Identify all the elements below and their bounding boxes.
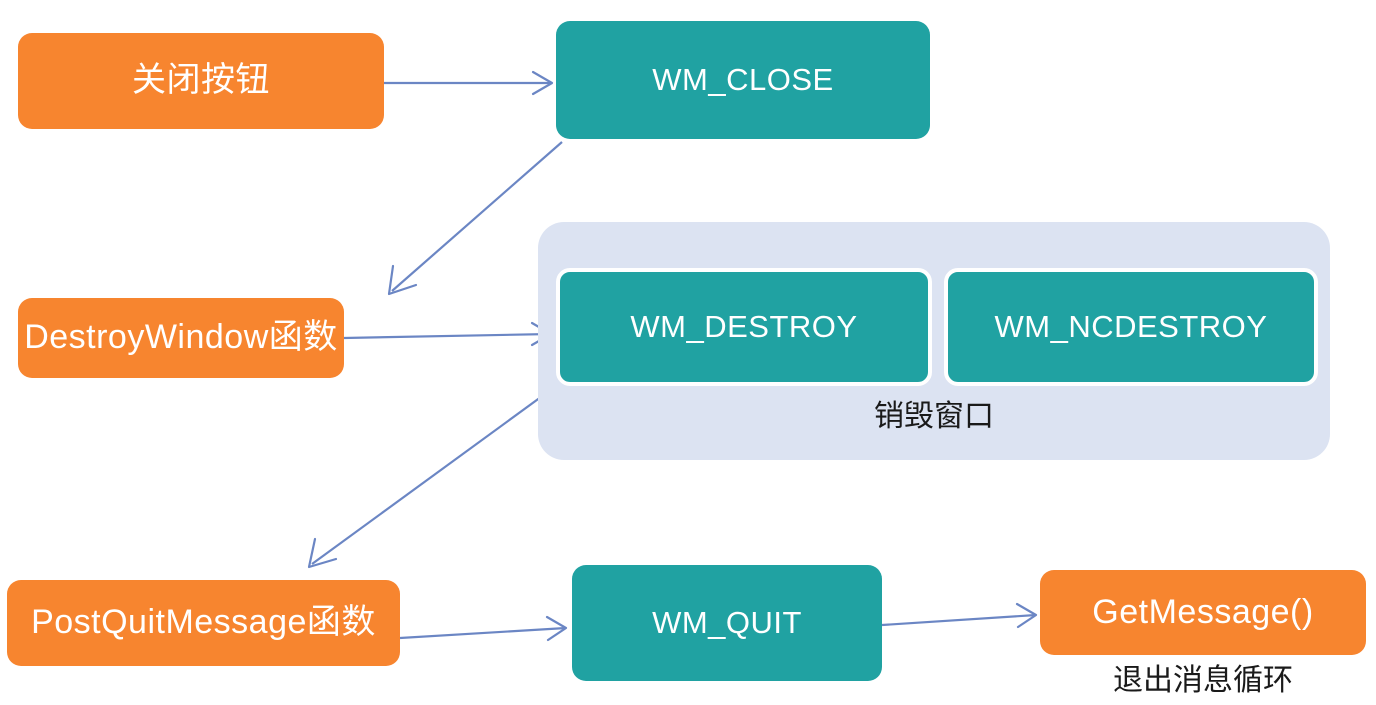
group-caption-destroy-window: 销毁窗口 <box>874 400 994 433</box>
node-close-button[interactable]: 关闭按钮 <box>18 33 384 129</box>
node-wm-ncdestroy[interactable]: WM_NCDESTROY <box>944 268 1318 386</box>
node-wm-destroy[interactable]: WM_DESTROY <box>556 268 932 386</box>
edge-postquitmessage-to-wm-quit <box>399 615 568 642</box>
node-wm-close[interactable]: WM_CLOSE <box>556 21 930 139</box>
edge-close-button-to-wm-close <box>384 70 554 96</box>
edge-destroywindow-to-wm-destroy <box>343 321 553 347</box>
edge-wm-quit-to-getmessage <box>881 602 1038 629</box>
caption-exit-message-loop: 退出消息循环 <box>1113 664 1293 697</box>
edge-wm-close-to-destroywindow <box>387 141 563 296</box>
node-post-quit-message-function[interactable]: PostQuitMessage函数 <box>7 580 400 666</box>
node-destroy-window-function[interactable]: DestroyWindow函数 <box>18 298 344 378</box>
node-wm-quit[interactable]: WM_QUIT <box>572 565 882 681</box>
node-get-message[interactable]: GetMessage() <box>1040 570 1366 655</box>
edge-wm-destroy-to-postquitmessage <box>307 377 568 569</box>
